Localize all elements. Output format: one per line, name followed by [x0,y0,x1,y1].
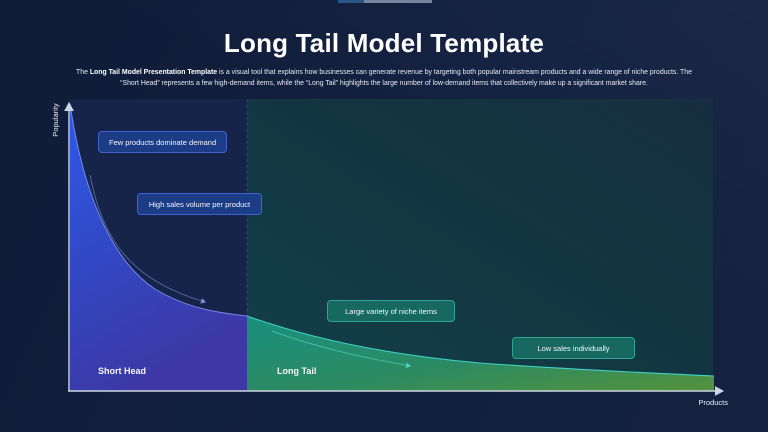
short-head-flow-arrow [89,174,206,304]
long-tail-area [247,316,714,391]
top-progress-bar-track [364,0,432,3]
short-head-area [70,104,247,391]
long-tail-flow-arrow [271,330,411,369]
y-axis-label: Popularity [51,103,60,137]
intro-line-2: “Short Head” represents a few high-deman… [120,80,648,87]
callout-large-variety: Large variety of niche items [327,300,455,322]
callout-high-sales-volume: High sales volume per product [137,193,262,215]
intro-bold-term: Long Tail Model Presentation Template [89,69,218,76]
top-progress-bar-filled [338,0,364,3]
intro-paragraph: The Long Tail Model Presentation Templat… [34,67,734,89]
short-head-curve-edge [69,103,248,317]
callout-low-sales: Low sales individually [512,337,635,359]
page-title: Long Tail Model Template [223,28,545,58]
x-axis-label: Products [698,398,728,407]
long-tail-label: Long Tail [277,366,317,376]
intro-line-1: The Long Tail Model Presentation Templat… [76,69,692,76]
short-head-label: Short Head [98,366,147,376]
long-tail-curve-edge [246,315,715,377]
callout-few-products: Few products dominate demand [98,131,228,153]
